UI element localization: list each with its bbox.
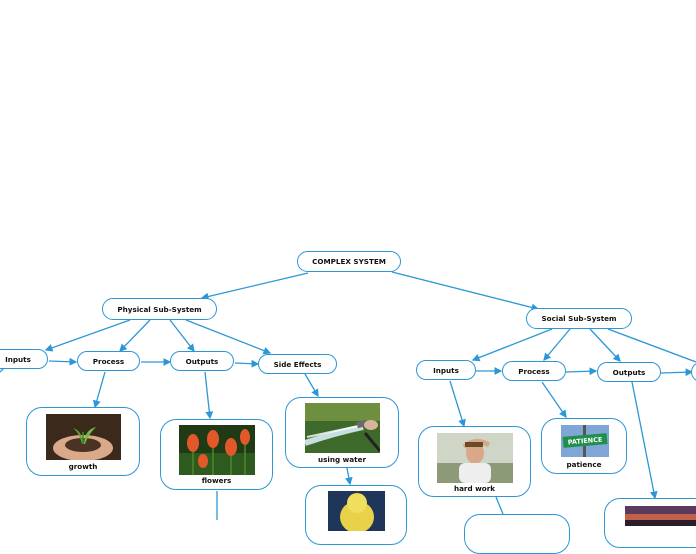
social-outputs-node[interactable]: Outputs (597, 362, 661, 382)
sunset-card[interactable] (604, 498, 696, 548)
using-water-card[interactable]: using water (285, 397, 399, 468)
tulips-image (179, 425, 255, 475)
edge-soutputs-right (660, 368, 694, 377)
hard-work-card[interactable]: hard work (418, 426, 531, 497)
edge-social-process (543, 328, 571, 361)
edge-physical-side-effects (185, 319, 272, 355)
patience-caption: patience (566, 460, 602, 469)
social-outputs-label: Outputs (612, 367, 646, 377)
edge-sideeffects-water (304, 373, 319, 398)
connector-lines (0, 271, 696, 520)
edge-root-physical (200, 272, 309, 301)
patience-card[interactable]: PATIENCE patience (541, 418, 627, 474)
edge-physical-inputs (44, 319, 131, 352)
edge-root-social (391, 271, 540, 312)
pear-image (328, 491, 385, 531)
edge-soutputs-sunset (631, 381, 658, 500)
edge-outputs-flowers (204, 371, 214, 420)
physical-side-effects-label: Side Effects (273, 359, 322, 369)
edge-outputs-sideeffects (234, 359, 260, 368)
flowers-card[interactable]: flowers (160, 419, 273, 490)
flowers-caption: flowers (201, 476, 232, 485)
edge-social-right (607, 328, 696, 363)
hose-water-image (305, 403, 380, 453)
physical-inputs-node[interactable]: Inputs (0, 349, 48, 369)
pear-card[interactable] (305, 485, 407, 545)
physical-subsystem-label: Physical Sub-System (117, 304, 202, 314)
root-label: COMPLEX SYSTEM (312, 257, 386, 266)
physical-process-label: Process (92, 356, 125, 366)
edge-process-growth (93, 371, 106, 409)
edge-physical-process (119, 319, 151, 352)
edge-hardwork-down (495, 496, 504, 515)
edge-sprocess-patience (541, 381, 567, 419)
sunset-image (625, 506, 696, 526)
patience-sign-image: PATIENCE (561, 425, 609, 457)
using-water-caption: using water (318, 455, 366, 464)
growth-card[interactable]: growth (26, 407, 140, 476)
seedling-hands-image (46, 414, 121, 460)
root-node-complex-system[interactable]: COMPLEX SYSTEM (297, 251, 401, 272)
physical-outputs-label: Outputs (185, 356, 219, 366)
social-inputs-label: Inputs (433, 365, 459, 375)
patience-sign-text: PATIENCE (567, 436, 602, 447)
edge-social-inputs (471, 328, 553, 362)
physical-subsystem-node[interactable]: Physical Sub-System (102, 298, 217, 320)
hard-work-caption: hard work (453, 484, 496, 493)
bottom-card-partial[interactable] (464, 514, 570, 554)
social-process-label: Process (518, 366, 550, 376)
edge-social-outputs (589, 328, 621, 362)
social-inputs-node[interactable]: Inputs (416, 360, 476, 380)
edge-physical-outputs (169, 319, 195, 353)
tired-man-image (437, 433, 513, 483)
edge-inputs-process (48, 357, 78, 366)
growth-caption: growth (68, 462, 98, 471)
physical-outputs-node[interactable]: Outputs (170, 351, 234, 371)
edge-sinputs-hardwork (449, 380, 466, 428)
social-process-node[interactable]: Process (502, 361, 566, 381)
physical-inputs-label: Inputs (5, 354, 31, 364)
social-subsystem-node[interactable]: Social Sub-System (526, 308, 632, 329)
edge-water-pear (344, 467, 353, 486)
social-subsystem-label: Social Sub-System (541, 314, 617, 323)
edge-sprocess-soutputs (565, 367, 598, 376)
physical-side-effects-node[interactable]: Side Effects (258, 354, 337, 374)
mind-map-canvas: COMPLEX SYSTEM Physical Sub-System Input… (0, 251, 696, 554)
physical-process-node[interactable]: Process (77, 351, 140, 371)
